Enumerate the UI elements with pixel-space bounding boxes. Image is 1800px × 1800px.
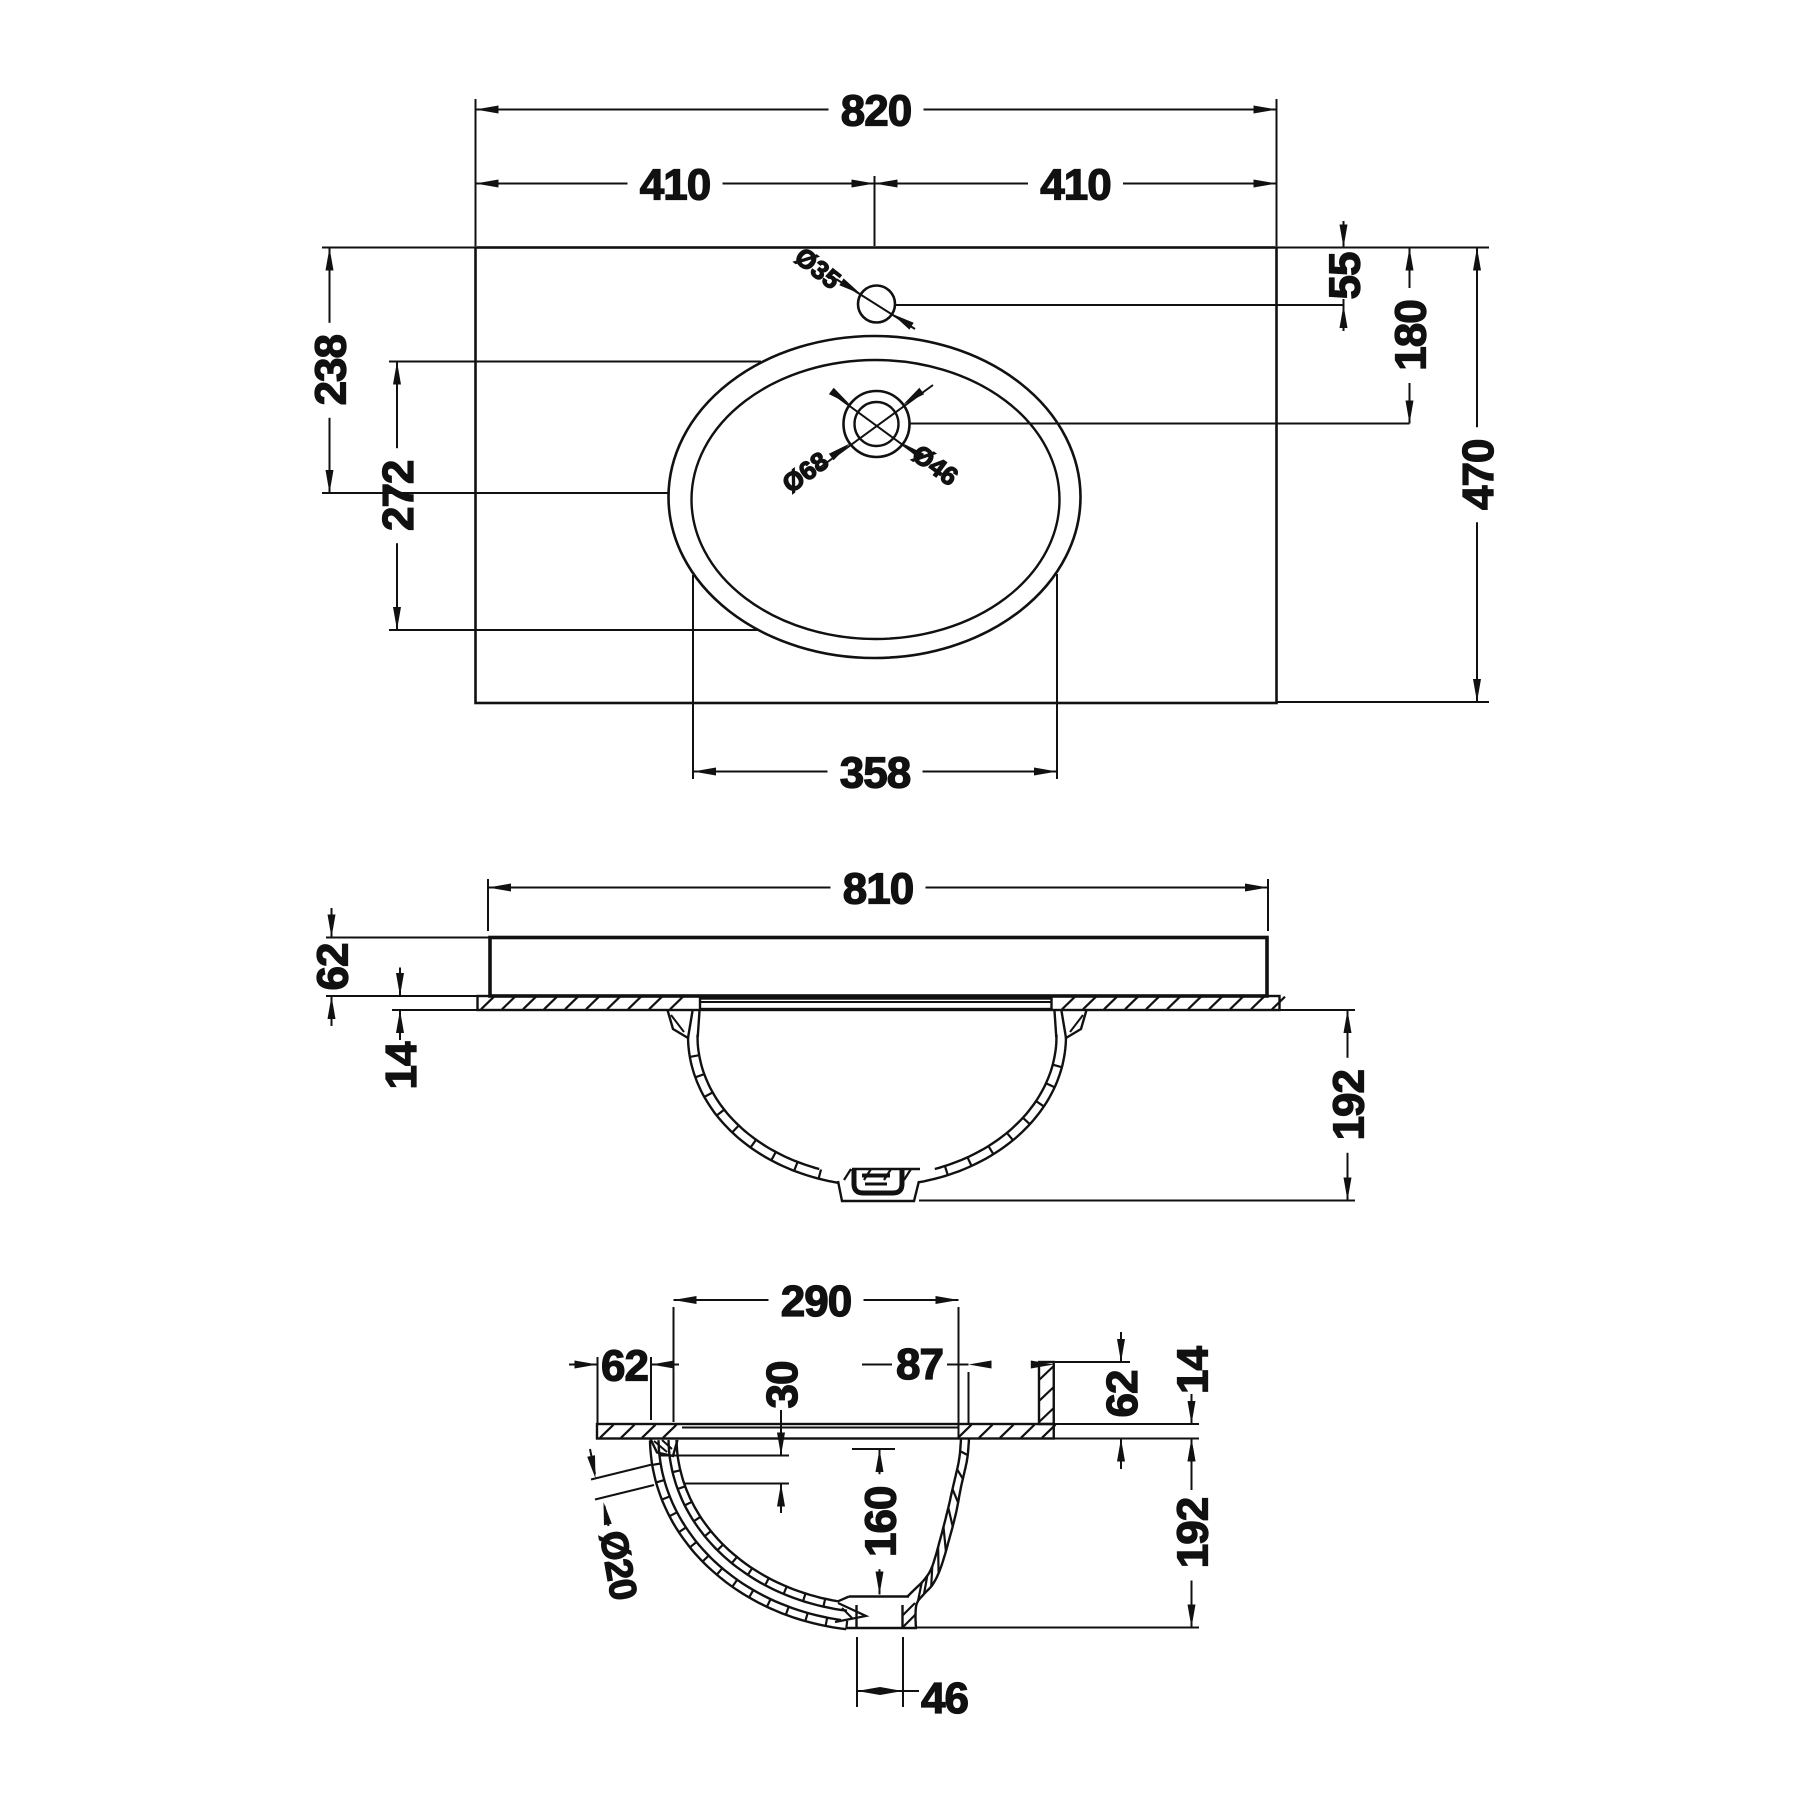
svg-text:810: 810 <box>843 865 913 914</box>
svg-text:160: 160 <box>857 1487 906 1557</box>
svg-text:87: 87 <box>896 1340 943 1389</box>
svg-text:192: 192 <box>1169 1498 1218 1568</box>
svg-text:30: 30 <box>758 1362 807 1409</box>
svg-text:470: 470 <box>1454 440 1503 510</box>
svg-text:14: 14 <box>377 1041 426 1089</box>
svg-text:62: 62 <box>309 944 358 991</box>
svg-text:820: 820 <box>841 87 911 136</box>
svg-text:46: 46 <box>921 1674 968 1723</box>
svg-text:62: 62 <box>1098 1371 1147 1418</box>
svg-text:238: 238 <box>307 334 356 405</box>
svg-text:358: 358 <box>840 749 911 798</box>
svg-text:192: 192 <box>1325 1070 1374 1140</box>
svg-text:290: 290 <box>781 1277 851 1326</box>
svg-text:410: 410 <box>640 161 710 210</box>
svg-text:55: 55 <box>1321 252 1370 299</box>
svg-text:180: 180 <box>1387 300 1436 370</box>
svg-text:62: 62 <box>601 1342 648 1391</box>
svg-text:272: 272 <box>374 461 423 531</box>
svg-text:410: 410 <box>1040 161 1110 210</box>
svg-text:14: 14 <box>1169 1346 1218 1394</box>
